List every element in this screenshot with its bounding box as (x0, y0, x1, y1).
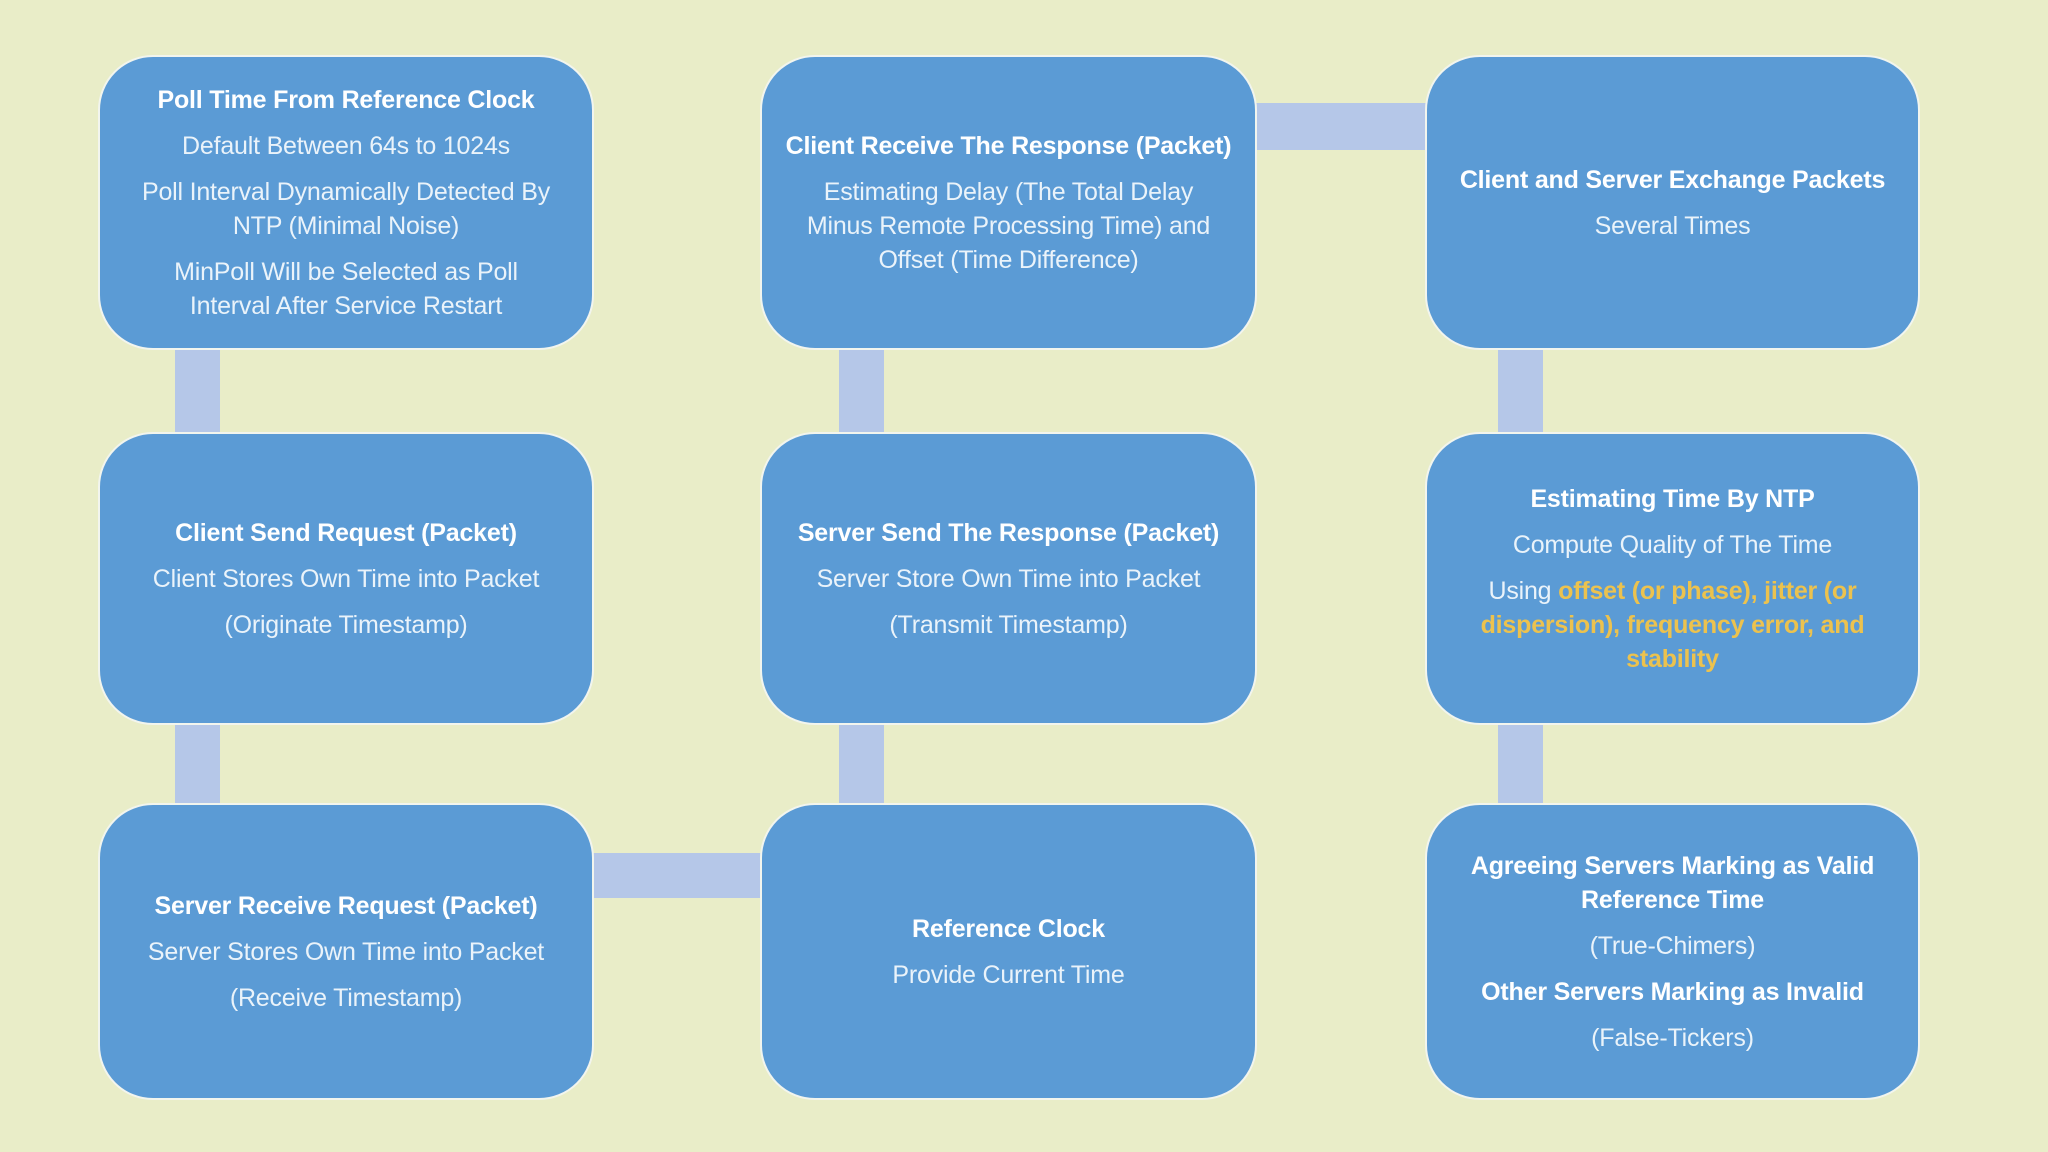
node-title: Server Send The Response (Packet) (797, 518, 1220, 547)
node-line: Provide Current Time (892, 960, 1125, 989)
node-line: (True-Chimers) (1589, 931, 1756, 960)
flow-node-client-receive-response: Client Receive The Response (Packet) Est… (760, 55, 1257, 350)
node-line: (False-Tickers) (1591, 1023, 1754, 1052)
node-line: Server Store Own Time into Packet (816, 564, 1201, 593)
node-line: Estimating Delay (The Total Delay Minus … (806, 177, 1211, 274)
flow-node-client-send-request: Client Send Request (Packet) Client Stor… (98, 432, 594, 725)
flow-node-agreeing-servers: Agreeing Servers Marking as Valid Refere… (1425, 803, 1920, 1100)
flow-node-client-server-exchange: Client and Server Exchange Packets Sever… (1425, 55, 1920, 350)
node-text-prefix: Using (1488, 576, 1559, 605)
connector-estimating-to-agreeing (1498, 715, 1543, 811)
connector-client-receive-to-exchange (1249, 103, 1433, 150)
node-title: Estimating Time By NTP (1530, 484, 1815, 513)
node-title: Client Receive The Response (Packet) (785, 131, 1232, 160)
connector-server-receive-to-reference-clock (592, 853, 768, 898)
node-title: Reference Clock (912, 914, 1105, 943)
node-title: Server Receive Request (Packet) (154, 891, 538, 920)
node-title: Client Send Request (Packet) (175, 518, 517, 547)
flow-node-poll-time: Poll Time From Reference Clock Default B… (98, 55, 594, 350)
node-line: (Originate Timestamp) (224, 610, 468, 639)
connector-reference-clock-to-server-send (839, 715, 884, 811)
connector-client-send-to-server-receive (175, 715, 220, 811)
node-line: Several Times (1594, 211, 1751, 240)
node-line: (Receive Timestamp) (229, 983, 463, 1012)
connector-poll-time-to-client-send (175, 340, 220, 440)
node-title: Agreeing Servers Marking as Valid Refere… (1470, 851, 1875, 914)
node-line: Default Between 64s to 1024s (182, 131, 510, 160)
node-title: Poll Time From Reference Clock (157, 85, 535, 114)
node-line: Compute Quality of The Time (1512, 530, 1833, 559)
connector-server-send-to-client-receive (839, 340, 884, 440)
connector-exchange-to-estimating (1498, 340, 1543, 440)
node-line: (Transmit Timestamp) (889, 610, 1128, 639)
node-line: MinPoll Will be Selected as Poll Interva… (174, 257, 518, 320)
flow-node-estimating-time: Estimating Time By NTP Compute Quality o… (1425, 432, 1920, 725)
flow-node-reference-clock: Reference Clock Provide Current Time (760, 803, 1257, 1100)
flow-node-server-send-response: Server Send The Response (Packet) Server… (760, 432, 1257, 725)
node-line: Poll Interval Dynamically Detected By NT… (141, 177, 551, 240)
highlighted-metrics-text: offset (or phase), jitter (or dispersion… (1480, 576, 1865, 673)
node-title-secondary: Other Servers Marking as Invalid (1481, 977, 1864, 1006)
node-line-mixed: Using offset (or phase), jitter (or disp… (1481, 574, 1865, 676)
flow-node-server-receive-request: Server Receive Request (Packet) Server S… (98, 803, 594, 1100)
node-line: Server Stores Own Time into Packet (147, 937, 545, 966)
node-title: Client and Server Exchange Packets (1459, 165, 1886, 194)
node-line: Client Stores Own Time into Packet (152, 564, 540, 593)
